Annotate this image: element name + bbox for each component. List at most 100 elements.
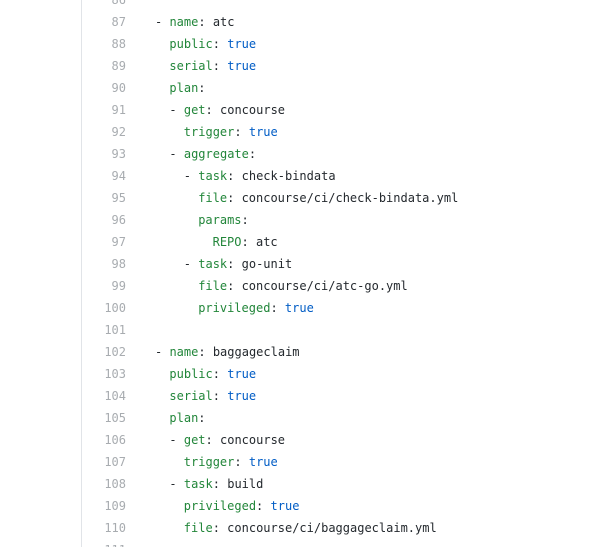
key-colon: : [227,257,235,271]
yaml-key: plan [169,81,199,95]
yaml-string-value: check-bindata [241,169,336,183]
line-number[interactable]: 110 [104,521,126,535]
yaml-key: name [169,345,199,359]
yaml-key: serial [169,389,213,403]
gutter-divider [81,0,82,547]
code-content: - task: go-unit [184,253,292,275]
code-content: privileged: true [184,495,300,517]
yaml-key: privileged [198,301,271,315]
yaml-key: public [169,367,213,381]
code-content: file: concourse/ci/check-bindata.yml [198,187,458,209]
line-number[interactable]: 97 [111,235,126,249]
code-content: privileged: true [198,297,314,319]
code-line: 86 [0,0,594,11]
code-content: plan: [169,77,205,99]
code-line: 103 public: true [0,363,594,385]
line-number[interactable]: 100 [104,301,126,315]
line-number[interactable]: 94 [111,169,126,183]
key-colon: : [234,455,242,469]
code-content: params: [198,209,249,231]
yaml-key: task [183,477,213,491]
line-number[interactable]: 92 [111,125,126,139]
code-line: 93- aggregate: [0,143,594,165]
code-content: public: true [169,363,256,385]
line-number[interactable]: 89 [111,59,126,73]
line-number[interactable]: 111 [0,539,126,547]
code-line: 100 privileged: true [0,297,594,319]
yaml-key: aggregate [183,147,249,161]
line-number[interactable]: 88 [111,37,126,51]
line-number[interactable]: 106 [104,433,126,447]
line-number[interactable]: 93 [111,147,126,161]
line-number[interactable]: 103 [104,367,126,381]
line-number[interactable]: 95 [111,191,126,205]
line-number[interactable]: 99 [111,279,126,293]
yaml-string-value: concourse [220,103,286,117]
yaml-boolean-value: true [227,389,257,403]
line-number[interactable]: 109 [104,499,126,513]
yaml-boolean-value: true [227,59,257,73]
line-number[interactable]: 87 [111,15,126,29]
key-colon: : [256,499,264,513]
line-number[interactable]: 102 [104,345,126,359]
key-colon: : [234,125,242,139]
key-colon: : [212,389,220,403]
key-colon: : [198,15,206,29]
yaml-boolean-value: true [270,499,300,513]
yaml-key: file [198,279,228,293]
list-dash: - [169,477,184,491]
key-colon: : [227,279,235,293]
line-number[interactable]: 96 [111,213,126,227]
yaml-boolean-value: true [284,301,314,315]
yaml-string-value: atc [255,235,278,249]
list-dash: - [183,257,199,271]
code-line: 110 file: concourse/ci/baggageclaim.yml [0,517,594,539]
key-colon: : [198,81,206,95]
line-number[interactable]: 86 [111,0,126,7]
yaml-key: public [169,37,213,51]
code-content: - name: atc [155,11,235,33]
key-colon: : [212,37,220,51]
line-number[interactable]: 101 [104,323,126,337]
code-content: file: concourse/ci/baggageclaim.yml [184,517,437,539]
code-line: 90 plan: [0,77,594,99]
line-number[interactable]: 108 [104,477,126,491]
code-content: trigger: true [184,121,278,143]
list-dash: - [169,147,184,161]
key-colon: : [198,411,206,425]
line-number[interactable]: 104 [104,389,126,403]
yaml-key: name [169,15,199,29]
key-colon: : [205,433,213,447]
line-number[interactable]: 91 [111,103,126,117]
code-line: 91- get: concourse [0,99,594,121]
code-line: 92 trigger: true [0,121,594,143]
yaml-key: trigger [183,455,235,469]
yaml-string-value: concourse/ci/baggageclaim.yml [227,521,437,535]
code-content: - get: concourse [169,429,285,451]
code-line: 89 serial: true [0,55,594,77]
key-colon: : [270,301,278,315]
code-content: trigger: true [184,451,278,473]
line-number[interactable]: 90 [111,81,126,95]
code-line: 109 privileged: true [0,495,594,517]
code-line: 95 file: concourse/ci/check-bindata.yml [0,187,594,209]
yaml-key: REPO [212,235,242,249]
code-content: - task: build [169,473,263,495]
line-number[interactable]: 107 [104,455,126,469]
yaml-boolean-value: true [227,367,257,381]
line-number[interactable]: 105 [104,411,126,425]
yaml-key: get [183,433,206,447]
list-dash: - [169,433,184,447]
code-content: serial: true [169,55,256,77]
line-number[interactable]: 98 [111,257,126,271]
yaml-key: trigger [183,125,235,139]
key-colon: : [212,367,220,381]
key-colon: : [205,103,213,117]
yaml-key: params [198,213,242,227]
yaml-key: get [183,103,206,117]
code-line: 106 - get: concourse [0,429,594,451]
code-content: serial: true [169,385,256,407]
